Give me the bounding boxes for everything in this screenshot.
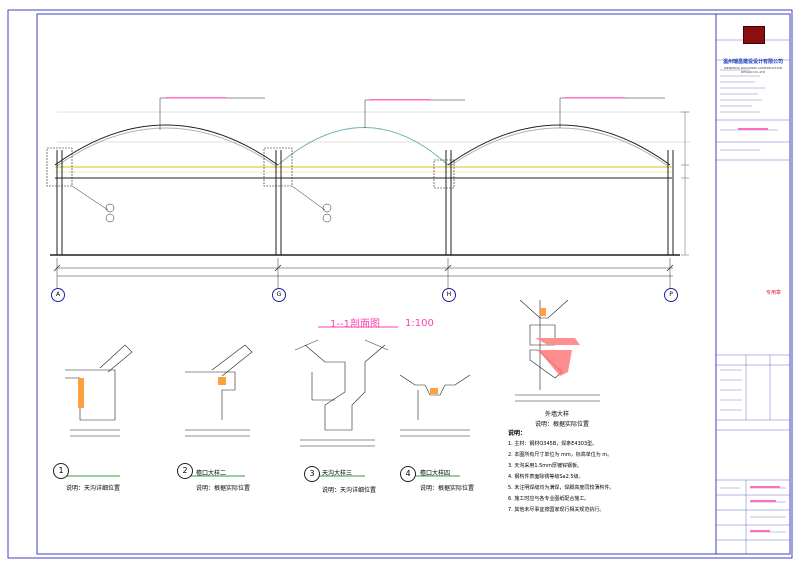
approval-stamp: 专用章 (766, 290, 782, 296)
detail-caption-3: 说明：天沟详细位置 (322, 487, 377, 494)
detail-caption-2: 说明：根据实际位置 (196, 485, 251, 492)
company-name-en: WENZHOU RUICHANG CONSTRUCTION DESIGN CO.… (723, 66, 783, 74)
notes-line: 2. 本图所有尺寸单位为 mm，标高单位为 m。 (508, 452, 613, 458)
detail-title-4: 檐口大样四 (420, 470, 451, 477)
section-title: 1--1剖面图 (330, 319, 380, 330)
notes-line: 3. 天沟采用1.5mm厚镀锌钢板。 (508, 463, 583, 469)
detail-number-2: 2 (177, 463, 193, 479)
detail-number-3: 3 (304, 466, 320, 482)
title-block: 温州瑞昌建设设计有限公司 WENZHOU RUICHANG CONSTRUCTI… (718, 14, 788, 554)
detail-title-2: 檐口大样二 (196, 470, 227, 477)
axis-bubble-a: A (51, 288, 65, 302)
detail-title-outer-wall: 外墙大样 (545, 411, 570, 418)
notes-line: 6. 施工时应与各专业图纸配合施工。 (508, 496, 590, 502)
notes-line: 1. 主材：钢材Q345B，焊条E4303型。 (508, 441, 598, 447)
notes-line: 5. 未注明焊缝均为满焊，焊脚高度同较薄构件。 (508, 485, 615, 491)
detail-caption-outer-wall: 说明：根据实际位置 (535, 421, 590, 428)
detail-number-4: 4 (400, 466, 416, 482)
detail-caption-4: 说明：根据实际位置 (420, 485, 475, 492)
general-notes: 说明： 1. 主材：钢材Q345B，焊条E4303型。 2. 本图所有尺寸单位为… (508, 428, 708, 516)
axis-bubble-h: H (442, 288, 456, 302)
company-name: 温州瑞昌建设设计有限公司 (722, 59, 783, 65)
notes-line: 4. 钢构件表面除锈等级Sa2.5级。 (508, 474, 584, 480)
detail-number-1: 1 (53, 463, 69, 479)
axis-bubble-g: G (272, 288, 286, 302)
detail-title-3: 天沟大样三 (322, 470, 353, 477)
notes-line: 7. 其他未尽事宜按国家现行相关规范执行。 (508, 507, 605, 513)
notes-title: 说明： (508, 430, 527, 437)
axis-bubble-p: P (664, 288, 678, 302)
company-logo (743, 26, 765, 44)
detail-caption-1: 说明：天沟详细位置 (66, 485, 121, 492)
section-scale: 1:100 (405, 318, 434, 329)
